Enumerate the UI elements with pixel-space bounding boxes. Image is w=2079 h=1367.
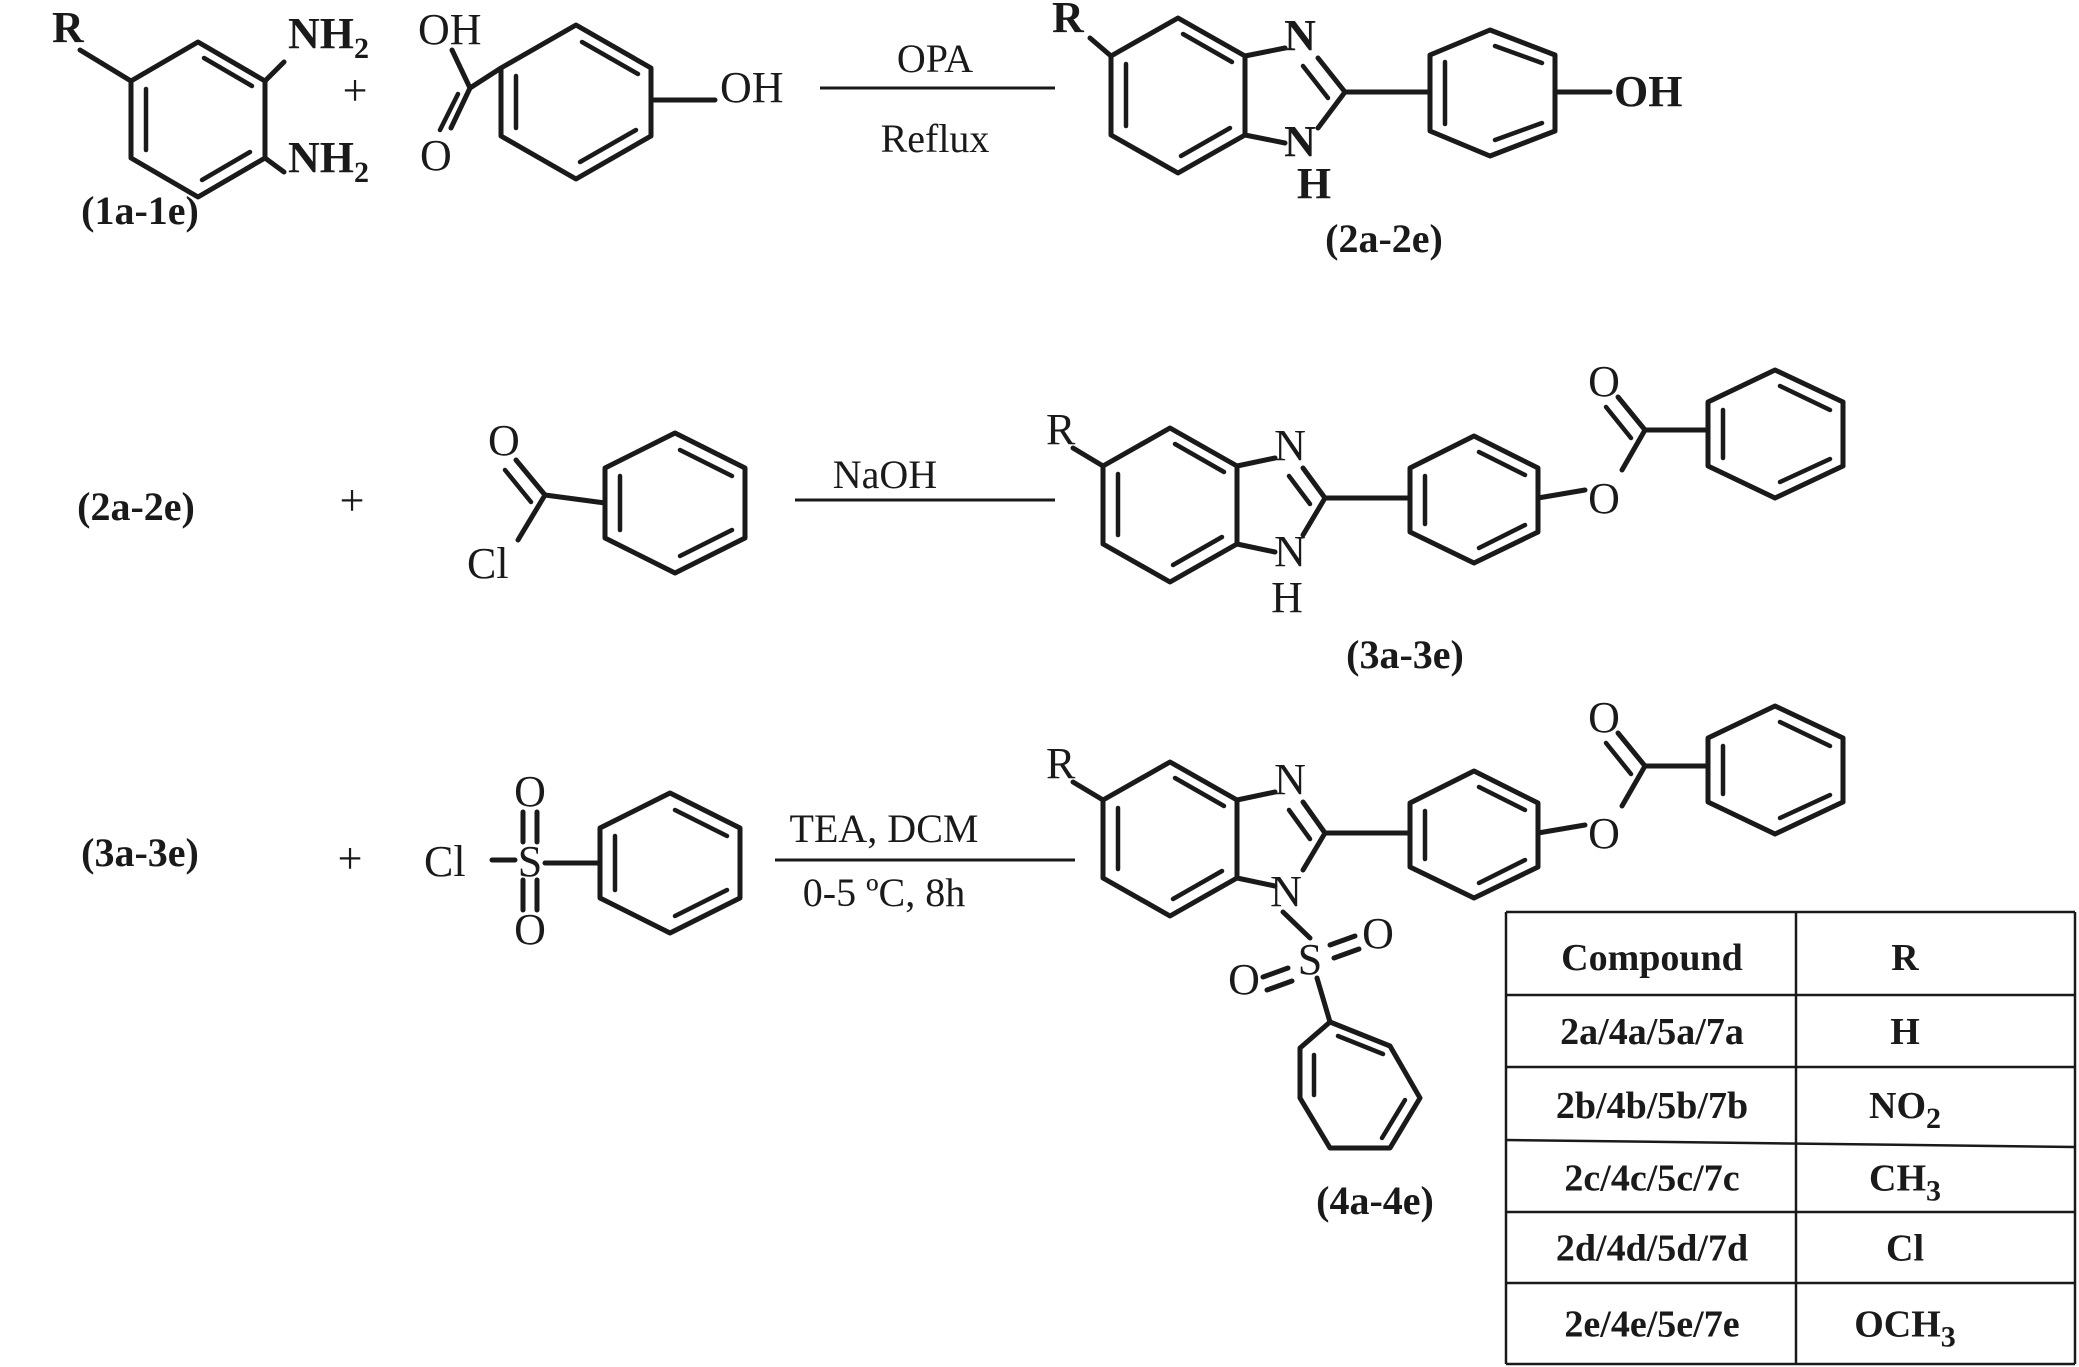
r-substituent-label: R [1046, 405, 1076, 454]
r-substituent-label: R [52, 3, 85, 52]
compound-label-1a-1e: (1a-1e) [81, 188, 199, 233]
benzimidazole-product-2: R N N H OH [1052, 0, 1682, 208]
reaction-arrow-3: TEA, DCM 0-5 ºC, 8h [775, 806, 1076, 915]
plus-sign: + [340, 476, 365, 525]
ester-o-label: O [1588, 809, 1620, 858]
condition-reflux: Reflux [881, 116, 990, 161]
compound-label-3a-3e: (3a-3e) [1346, 632, 1464, 677]
reaction-1: R NH2 NH2 (1a-1e) + OH O OH OPA Reflux [52, 0, 1682, 261]
amine-top-label: NH2 [288, 9, 369, 65]
condition-temperature-time: 0-5 ºC, 8h [803, 870, 965, 915]
table-header-compound: Compound [1561, 937, 1743, 979]
imidazole-nh-h-label: H [1271, 573, 1303, 622]
amine-bottom-label: NH2 [288, 133, 369, 189]
sulfonyl-o-left-label: O [1228, 955, 1260, 1004]
table-cell-r: OCH3 [1854, 1304, 1956, 1354]
table-cell-r: CH3 [1869, 1158, 1941, 1208]
plus-sign: + [338, 834, 363, 883]
sulfur-label: S [518, 837, 542, 886]
plus-sign: + [343, 66, 368, 115]
reaction-2: (2a-2e) + O Cl NaOH [77, 357, 1846, 677]
phenol-oh-label: OH [1614, 67, 1682, 116]
n-sulfonyl-benzimidazole-product-4: R N N S O O O O [1046, 693, 1846, 1151]
reaction-arrow-1: OPA Reflux [820, 36, 1056, 161]
sulfonyl-o-right-label: O [1362, 909, 1394, 958]
chloride-label: Cl [424, 837, 466, 886]
reaction-arrow-2: NaOH [795, 452, 1056, 502]
ester-carbonyl-o-label: O [1588, 357, 1620, 406]
r-substituent-label: R [1046, 739, 1076, 788]
sulfur-label: S [1298, 935, 1322, 984]
hydroxybenzoic-acid: OH O OH [418, 5, 784, 182]
condition-opa: OPA [897, 36, 973, 81]
imidazole-nh-n-label: N [1274, 527, 1306, 576]
table-cell-compound: 2c/4c/5c/7c [1564, 1158, 1739, 1200]
benzimidazole-benzoate-product-3: R N N H O O [1046, 357, 1846, 622]
phenol-oh-label: OH [720, 63, 784, 112]
carbonyl-o-label: O [488, 416, 520, 465]
acid-oh-label: OH [418, 5, 482, 54]
imidazole-n-label: N [1284, 11, 1316, 60]
diamine-benzene: R NH2 NH2 [52, 3, 369, 200]
sulfonyl-o-bottom-label: O [514, 905, 546, 954]
r-substituent-label: R [1052, 0, 1085, 42]
table-cell-compound: 2d/4d/5d/7d [1556, 1228, 1748, 1270]
sulfonyl-o-top-label: O [514, 767, 546, 816]
carbonyl-o-label: O [420, 131, 452, 180]
compound-label-4a-4e: (4a-4e) [1316, 1178, 1434, 1223]
table-cell-r: NO2 [1869, 1085, 1941, 1135]
table-cell-compound: 2a/4a/5a/7a [1560, 1011, 1744, 1053]
compound-label-2a-2e-reactant: (2a-2e) [77, 484, 195, 529]
table-rows: 2a/4a/5a/7a H 2b/4b/5b/7b NO2 2c/4c/5c/7c CH3… [1556, 1011, 1956, 1354]
table-cell-compound: 2b/4b/5b/7b [1556, 1085, 1748, 1127]
table-cell-r: H [1890, 1011, 1920, 1053]
imidazole-nh-n-label: N [1284, 117, 1316, 166]
benzoyl-chloride: O Cl [467, 416, 748, 588]
condition-naoh: NaOH [833, 452, 937, 497]
benzenesulfonyl-chloride: Cl S O O [424, 767, 743, 954]
compound-label-3a-3e-reactant: (3a-3e) [81, 830, 199, 875]
table-header-r: R [1891, 937, 1919, 979]
reaction-3: (3a-3e) + Cl S O O TEA, DCM 0-5 ºC, 8h [81, 693, 1846, 1223]
chloride-label: Cl [467, 539, 509, 588]
imidazole-n1-label: N [1270, 867, 1302, 916]
ester-o-label: O [1588, 474, 1620, 523]
substituent-table: Compound R 2a/4a/5a/7a H 2b/4b/5b/7b NO2 2c/… [1504, 910, 2077, 1366]
ester-carbonyl-o-label: O [1588, 693, 1620, 742]
table-cell-compound: 2e/4e/5e/7e [1564, 1304, 1739, 1346]
table-cell-r: Cl [1886, 1228, 1924, 1270]
condition-tea-dcm: TEA, DCM [790, 806, 979, 851]
imidazole-n-label: N [1274, 755, 1306, 804]
imidazole-n-label: N [1274, 421, 1306, 470]
imidazole-nh-h-label: H [1297, 159, 1331, 208]
compound-label-2a-2e: (2a-2e) [1325, 216, 1443, 261]
